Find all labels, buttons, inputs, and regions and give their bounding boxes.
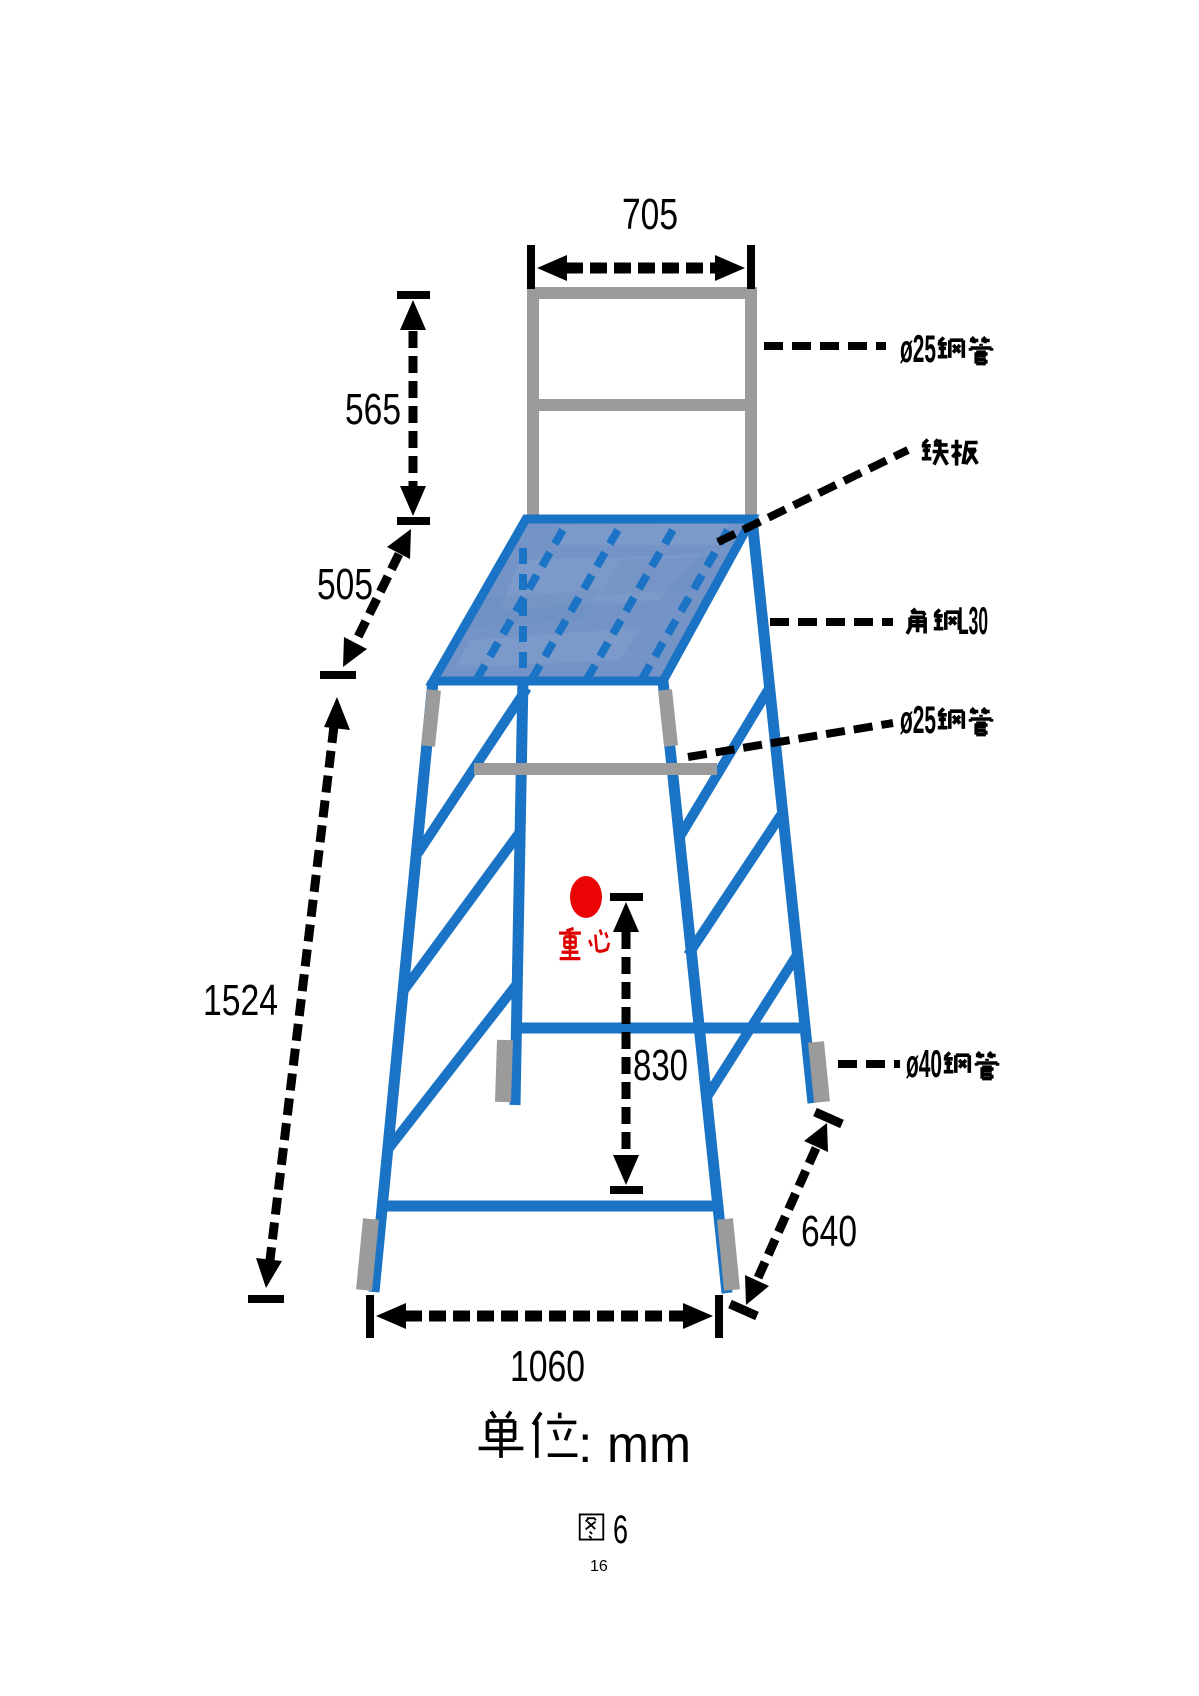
svg-text:705: 705 <box>622 190 678 239</box>
svg-text:ø40: ø40 <box>906 1043 942 1086</box>
svg-text:565: 565 <box>345 385 401 434</box>
svg-text:mm: mm <box>607 1416 691 1474</box>
svg-text:830: 830 <box>633 1041 688 1090</box>
svg-text::: : <box>578 1416 592 1474</box>
svg-text:ø25: ø25 <box>900 699 936 742</box>
svg-text:6: 6 <box>613 1508 628 1552</box>
svg-text:505: 505 <box>317 560 373 609</box>
svg-text:1524: 1524 <box>203 976 278 1025</box>
svg-text:16: 16 <box>590 1558 608 1575</box>
svg-text:640: 640 <box>801 1207 857 1256</box>
svg-text:L30: L30 <box>958 600 988 643</box>
svg-text:ø25: ø25 <box>900 328 936 371</box>
svg-text:1060: 1060 <box>510 1342 585 1391</box>
